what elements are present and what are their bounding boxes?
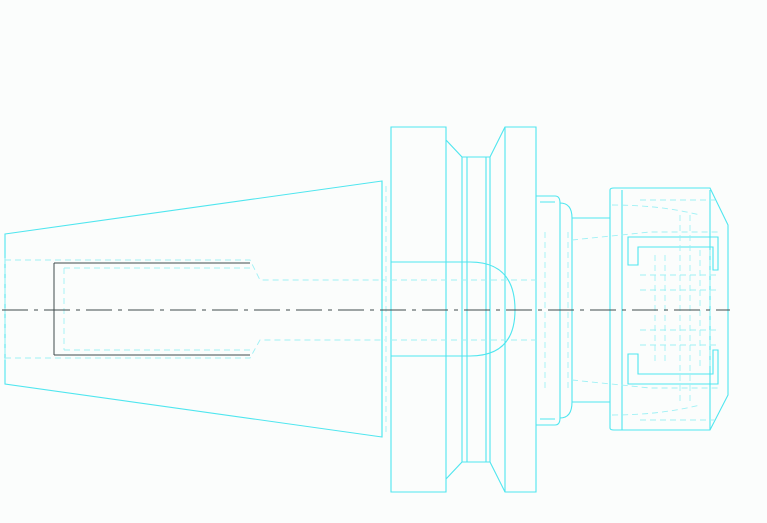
neck-shoulder-inner [540,201,555,420]
v-groove-core [462,156,491,463]
taper-outline [4,180,383,438]
flange [390,126,540,493]
collet-slot-top [627,236,719,271]
taper-shank [4,180,387,438]
neck-to-nut [572,217,610,403]
pull-stud-bore-hidden [5,259,385,359]
flange-bore-hidden [391,279,540,341]
collet-nut [536,187,729,431]
coolant-bore-end [391,261,516,357]
neck-shoulder [536,195,561,426]
nut-body [609,187,729,431]
pull-stud-thread-hidden [4,258,250,360]
collet-slot-bottom [627,349,719,385]
flange-left-disc [390,126,463,493]
flange-right-disc [489,126,537,493]
neck-body [559,202,573,419]
